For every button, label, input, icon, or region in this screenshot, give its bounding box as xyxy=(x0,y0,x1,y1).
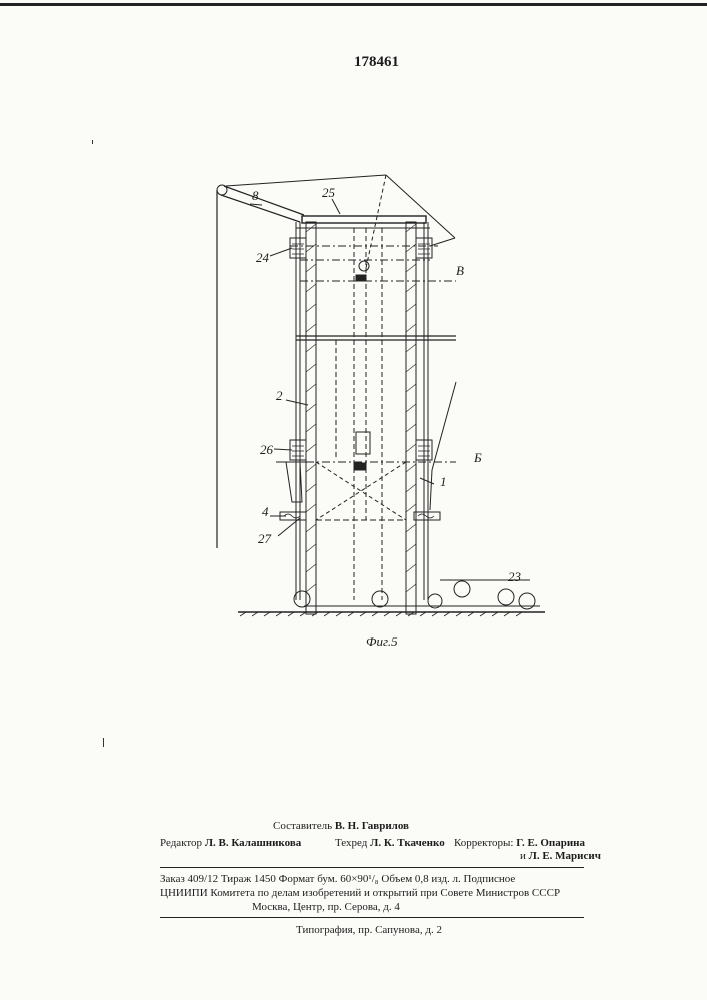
label-8: 8 xyxy=(252,188,259,203)
label-2: 2 xyxy=(276,388,283,403)
order-line: Заказ 409/12 Тираж 1450 Формат бум. 60×9… xyxy=(160,873,515,885)
institute-line: ЦНИИПИ Комитета по делам изобретений и о… xyxy=(160,887,560,899)
label-24: 24 xyxy=(256,250,270,265)
correctors-line-2: и Л. Е. Марисич xyxy=(520,850,601,862)
imprint-rule-2 xyxy=(160,917,584,918)
figure-5-drawing: 8 25 24 В 2 26 Б 1 4 27 23 xyxy=(0,0,707,660)
label-23: 23 xyxy=(508,569,522,584)
label-25: 25 xyxy=(322,185,336,200)
label-27: 27 xyxy=(258,531,272,546)
imprint-rule xyxy=(160,867,584,868)
label-Б: Б xyxy=(473,450,482,465)
label-26: 26 xyxy=(260,442,274,457)
correctors-line: Корректоры: Г. Е. Опарина xyxy=(454,837,585,849)
label-1: 1 xyxy=(440,474,447,489)
address-line: Москва, Центр, пр. Серова, д. 4 xyxy=(252,901,400,913)
printer-line: Типография, пр. Сапунова, д. 2 xyxy=(296,924,442,936)
compiler-line: Составитель В. Н. Гаврилов xyxy=(273,820,409,832)
winch-26-left xyxy=(290,440,306,460)
scan-mark xyxy=(103,738,104,747)
winch-24-left xyxy=(290,238,306,258)
techeditor-line: Техред Л. К. Ткаченко xyxy=(335,837,445,849)
figure-caption: Фиг.5 xyxy=(366,634,398,650)
label-B: В xyxy=(456,263,464,278)
editor-line: Редактор Л. В. Калашникова xyxy=(160,837,301,849)
label-4: 4 xyxy=(262,504,269,519)
